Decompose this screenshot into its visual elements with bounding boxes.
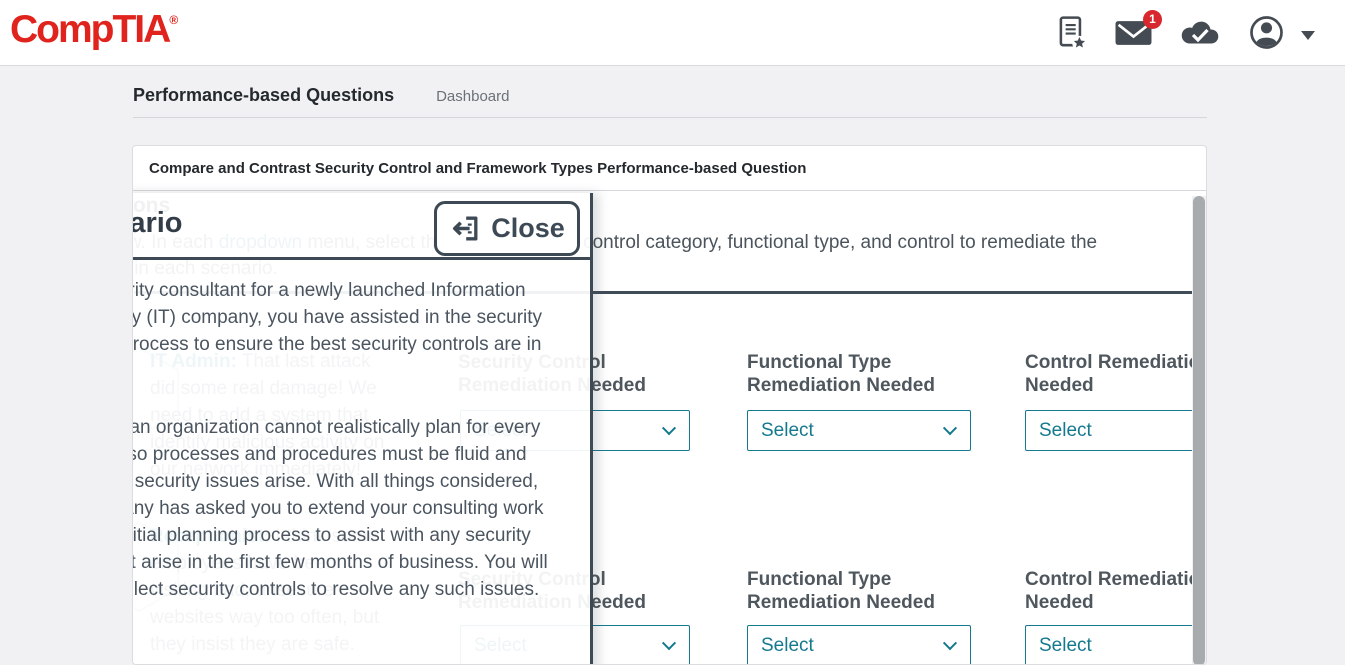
close-button[interactable]: Close — [434, 201, 580, 256]
account-icon[interactable] — [1248, 14, 1285, 56]
topbar-icons: 1 — [1057, 9, 1315, 56]
question-card-header: Compare and Contrast Security Control an… — [133, 146, 1206, 191]
heading-divider — [133, 117, 1207, 118]
top-app-bar: CompTIA® 1 — [0, 0, 1345, 66]
chevron-down-icon — [661, 635, 677, 650]
registered-mark: ® — [169, 13, 179, 27]
close-button-label: Close — [491, 213, 565, 243]
cloud-check-icon[interactable] — [1180, 18, 1220, 52]
label-functional-type: Functional Type Remediation Needed — [747, 352, 935, 396]
question-card: Compare and Contrast Security Control an… — [132, 145, 1207, 665]
question-card-title: Compare and Contrast Security Control an… — [149, 160, 807, 177]
chevron-down-icon — [661, 420, 677, 435]
chevron-down-icon — [942, 420, 958, 435]
document-badge-icon[interactable] — [1057, 15, 1087, 56]
chevron-down-icon — [942, 635, 958, 650]
breadcrumb-dashboard[interactable]: Dashboard — [436, 88, 510, 105]
scenario-modal: Scenario Close As a security consultant … — [132, 193, 593, 664]
logo-text: CompTIA — [10, 8, 171, 51]
label-control-remediation: Control Remediation Needed — [1025, 352, 1193, 396]
page-title: Performance-based Questions — [133, 85, 395, 105]
scenario-modal-header: Scenario Close — [132, 193, 590, 260]
select-control-remediation-1[interactable]: Select — [1025, 410, 1193, 451]
mail-icon[interactable]: 1 — [1115, 9, 1162, 52]
select-functional-type-1[interactable]: Select — [747, 410, 971, 451]
comptia-logo[interactable]: CompTIA® — [10, 8, 178, 52]
select-control-remediation-2[interactable]: Select — [1025, 625, 1193, 664]
caret-down-icon[interactable] — [1301, 30, 1315, 40]
vertical-scrollbar — [1192, 196, 1206, 664]
section-divider — [134, 291, 1192, 294]
notification-badge: 1 — [1143, 9, 1162, 29]
scenario-text: As a security consultant for a newly lau… — [132, 280, 548, 600]
scrollbar-thumb[interactable] — [1193, 196, 1205, 664]
exit-icon — [453, 216, 478, 241]
label-functional-type: Functional Type Remediation Needed — [747, 569, 935, 613]
label-control-remediation: Control Remediation Needed — [1025, 569, 1193, 613]
select-functional-type-2[interactable]: Select — [747, 625, 971, 664]
scenario-modal-title: Scenario — [132, 207, 183, 239]
